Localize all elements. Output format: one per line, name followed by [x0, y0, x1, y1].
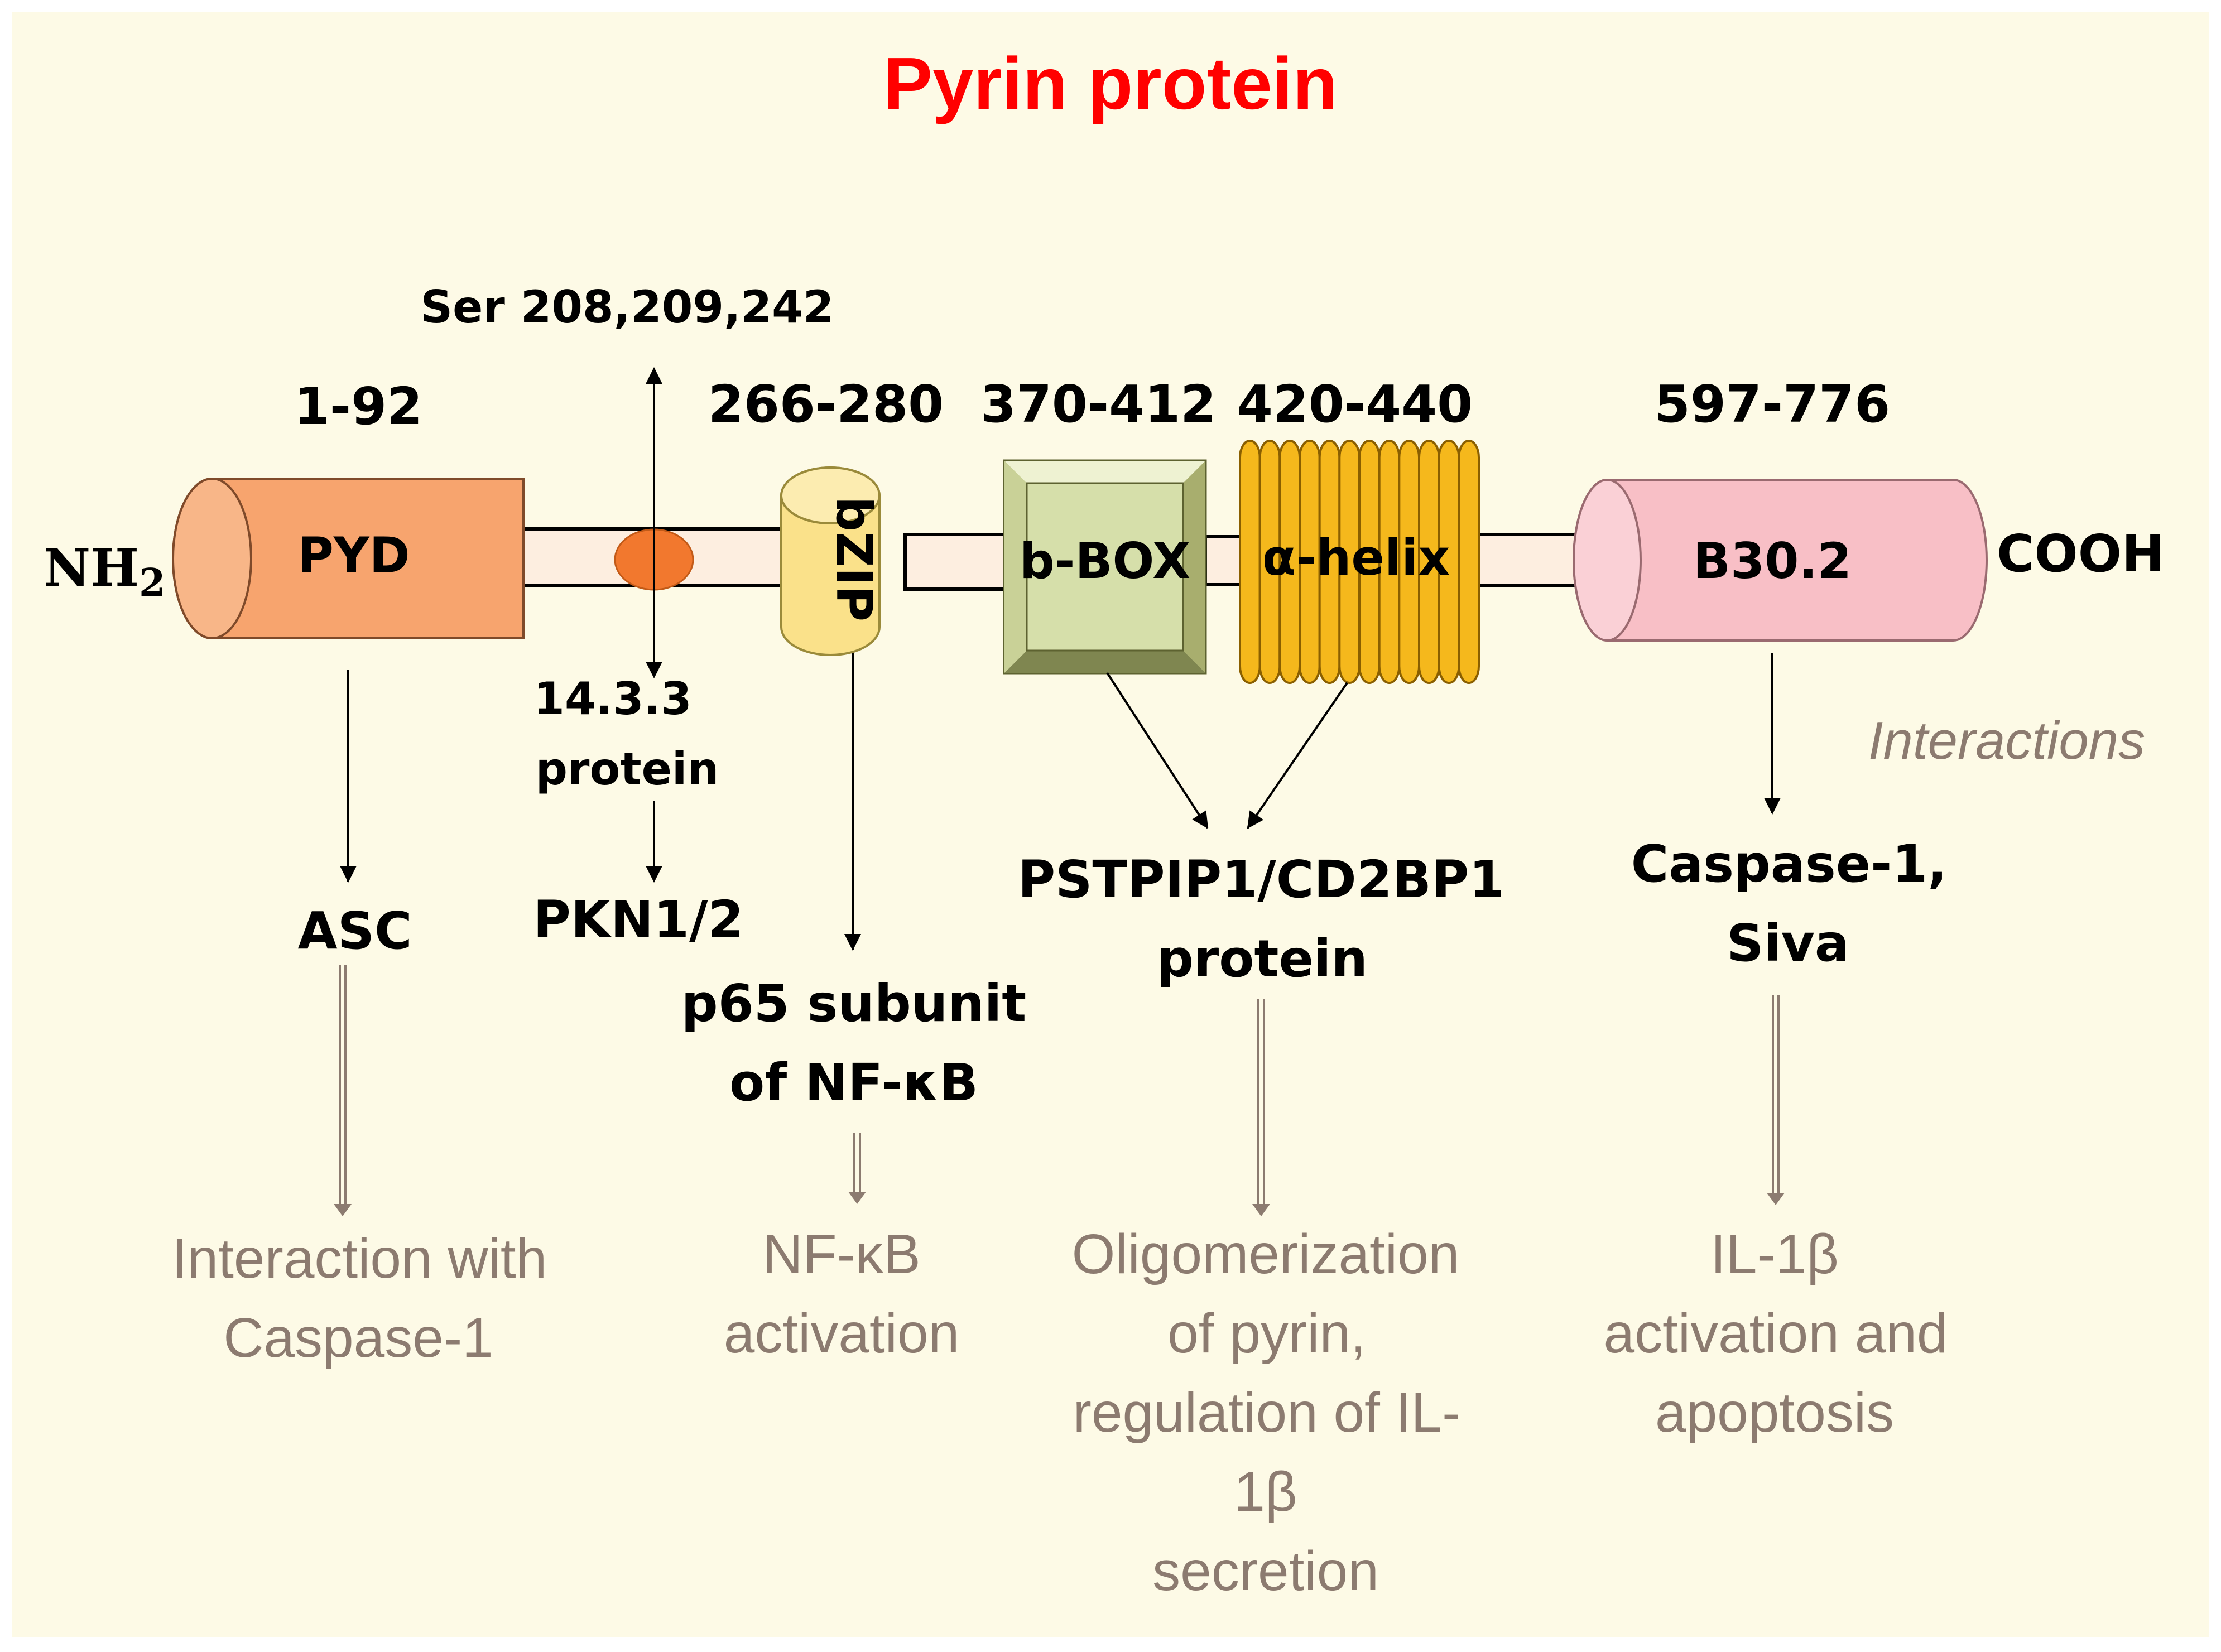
p65-label-line1: p65 subunit: [681, 974, 1027, 1033]
protein-1433-label-line2: protein: [536, 743, 719, 795]
diagram-title: Pyrin protein: [883, 42, 1338, 124]
pyd-label: PYD: [297, 527, 410, 584]
effect-il1-line3: apoptosis: [1655, 1381, 1894, 1444]
pkn-label: PKN1/2: [533, 890, 743, 950]
bzip-range: 266-280: [708, 374, 944, 434]
pyd-domain: PYD: [172, 478, 525, 639]
grey-arrow-asc: [334, 965, 352, 1216]
effect-olig-line2: of pyrin,: [1167, 1302, 1366, 1365]
caspase-label-line2: Siva: [1727, 913, 1849, 973]
grey-arrow-nfkb: [848, 1133, 866, 1204]
effect-olig-line4: 1β: [1234, 1461, 1297, 1523]
effect-olig-line1: Oligomerization: [1072, 1223, 1460, 1285]
p65-label-line2: of NF-κB: [729, 1053, 978, 1112]
n-terminus-label: NH2: [44, 538, 165, 605]
caspase-label-line1: Caspase-1,: [1631, 834, 1948, 894]
bzip-domain: bZIP: [780, 466, 883, 656]
asc-label: ASC: [298, 901, 412, 961]
effect-olig-line5: secretion: [1152, 1540, 1379, 1602]
b302-domain: B30.2: [1573, 479, 1988, 642]
background-panel: [12, 12, 2209, 1637]
effect-il1-line1: IL-1β: [1710, 1223, 1839, 1285]
linker-bbox-helix: [1204, 535, 1246, 586]
pyd-range: 1-92: [294, 377, 422, 436]
bbox-label: b-BOX: [1020, 532, 1190, 590]
effect-nfkb-line2: activation: [724, 1302, 959, 1365]
effect-nfkb-line1: NF-κB: [762, 1223, 920, 1285]
c-terminus-label: COOH: [1997, 524, 2165, 584]
effect-arrows: [334, 965, 1785, 1216]
b302-range: 597-776: [1655, 374, 1890, 434]
grey-arrow-il1: [1767, 995, 1785, 1205]
pstpip-label-line2: protein: [1157, 929, 1368, 989]
bbox-range: 370-412: [980, 374, 1216, 434]
helix-segment: [1458, 440, 1480, 684]
helix-label: α-helix: [1262, 529, 1450, 586]
b302-label: B30.2: [1693, 532, 1852, 590]
linker-helix-b302: [1477, 533, 1584, 587]
effect-il1-line2: activation and: [1603, 1302, 1948, 1365]
effect-olig-line3: regulation of IL-: [1073, 1381, 1461, 1444]
arrow-helix-to-pstpip: [1247, 682, 1348, 829]
interactions-label: Interactions: [1868, 711, 2145, 770]
phospho-site-label: Ser 208,209,242: [421, 281, 834, 333]
linker-bzip-bbox: [903, 533, 1009, 591]
effect-asc-line2: Caspase-1: [223, 1307, 493, 1369]
helix-domain: α-helix: [1239, 440, 1480, 684]
helix-segment: [1239, 440, 1261, 684]
effect-asc-line1: Interaction with: [172, 1227, 547, 1290]
arrow-bbox-to-pstpip: [1106, 672, 1209, 829]
pstpip-label-line1: PSTPIP1/CD2BP1: [1018, 850, 1505, 909]
helix-range: 420-440: [1237, 374, 1473, 434]
bzip-label: bZIP: [825, 497, 883, 622]
grey-arrow-olig: [1252, 999, 1270, 1216]
bbox-domain: b-BOX: [1003, 459, 1207, 675]
protein-1433-label-line1: 14.3.3: [533, 673, 691, 725]
